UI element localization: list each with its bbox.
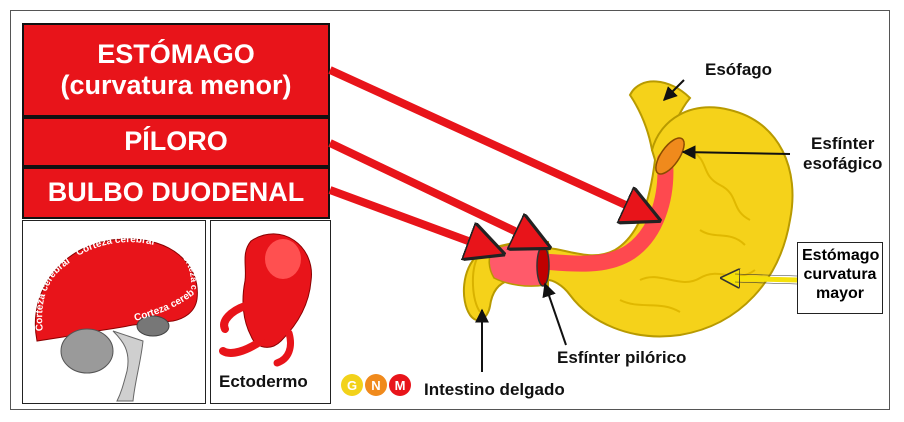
duodenal-bulb-box: BULBO DUODENAL (22, 167, 330, 219)
small-intestine-label: Intestino delgado (424, 380, 565, 399)
esophagus-label: Esófago (705, 60, 773, 79)
arrow-esophageal-sphincter (681, 145, 791, 160)
pylorus-label: PÍLORO (124, 126, 228, 157)
arrow-pyloric-sphincter (542, 282, 567, 346)
gnm-logo: G N M (340, 373, 412, 397)
pyloric-sphincter-shape (536, 245, 550, 287)
greater-curvature-line2: curvatura (803, 266, 877, 284)
embryo-illustration (219, 233, 312, 367)
stomach-lesser-line2: (curvatura menor) (60, 70, 292, 100)
ectoderm-label: Ectodermo (219, 372, 308, 391)
esophageal-sphincter-label: Esfínter esofágico (803, 134, 882, 175)
logo-g-circle (341, 374, 363, 396)
outer-frame (10, 10, 890, 410)
esophageal-sphincter-line1: Esfínter (811, 134, 875, 153)
midbrain-shape (136, 315, 170, 337)
logo-n-circle (365, 374, 387, 396)
esophageal-sphincter-shape (655, 137, 685, 175)
brainstem-shape (112, 330, 144, 402)
greater-curvature-box: Estómago curvatura mayor (797, 242, 883, 314)
arrow-duodenal-bulb (328, 186, 498, 252)
arrow-lesser-curvature (328, 66, 654, 218)
pyloric-sphincter-label: Esfínter pilórico (557, 348, 687, 367)
logo-letter-m: M (395, 378, 406, 393)
duodenal-bulb-label: BULBO DUODENAL (47, 177, 305, 208)
cerebellum-shape (60, 328, 114, 374)
cerebral-cortex-shape (34, 238, 198, 342)
brain-panel: Corteza cerebral Corteza cerebral Cortez… (20, 213, 206, 404)
arrow-greater-curvature (722, 278, 798, 280)
arrow-esophagus (663, 79, 685, 101)
greater-curvature-line1: Estómago (802, 247, 880, 264)
logo-m-circle (389, 374, 411, 396)
brain-illustration: Corteza cerebral Corteza cerebral Cortez… (20, 213, 199, 402)
embryo-panel: Ectodermo (210, 220, 331, 404)
stomach-lesser-curvature-box: ESTÓMAGO (curvatura menor) (22, 23, 330, 117)
logo-letter-g: G (347, 378, 357, 393)
stomach-lesser-line1: ESTÓMAGO (97, 38, 255, 69)
greater-curvature-line3: mayor (815, 285, 865, 303)
esophageal-sphincter-line2: esofágico (803, 154, 883, 174)
logo-letter-n: N (371, 378, 380, 393)
pylorus-box: PÍLORO (22, 117, 330, 167)
